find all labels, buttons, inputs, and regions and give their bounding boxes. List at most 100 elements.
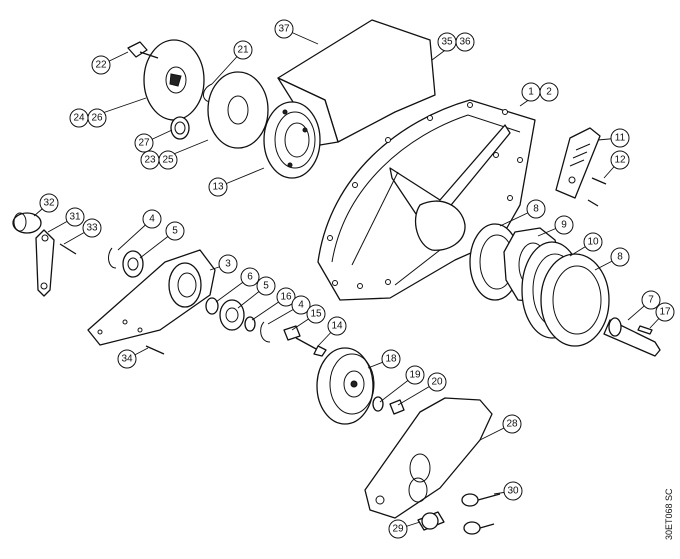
callout-label: 6 bbox=[247, 272, 253, 283]
callout-label: 27 bbox=[138, 138, 150, 149]
callout-16: 16 bbox=[251, 287, 296, 321]
hex-screw bbox=[127, 41, 159, 59]
callout-bubble bbox=[240, 267, 260, 287]
callout-5: 5 bbox=[237, 276, 276, 309]
callout-label: 15 bbox=[310, 309, 322, 320]
callout-bubble bbox=[208, 177, 228, 197]
tension-arm bbox=[35, 229, 55, 297]
bearing-ring-right bbox=[540, 253, 610, 347]
callout-bubble bbox=[405, 365, 425, 385]
callout-bubble bbox=[610, 247, 630, 267]
callout-13: 13 bbox=[208, 167, 265, 197]
callout-bubble bbox=[388, 519, 408, 539]
bearing-carrier bbox=[87, 249, 216, 346]
callout-3: 3 bbox=[209, 254, 238, 274]
callout-bubble bbox=[427, 372, 447, 392]
callout-label: 34 bbox=[121, 354, 133, 365]
callout-bubble bbox=[381, 349, 401, 369]
carrier-screw bbox=[145, 345, 165, 355]
callout-10: 10 bbox=[569, 232, 603, 257]
bracket-screw bbox=[587, 177, 607, 207]
callout-5: 5 bbox=[139, 221, 185, 259]
callout-label: 19 bbox=[409, 370, 421, 381]
callout-label: 9 bbox=[561, 220, 567, 231]
wing-knob bbox=[461, 493, 501, 507]
callout-label: 31 bbox=[69, 212, 81, 223]
spacer-washer bbox=[244, 316, 256, 332]
callout-label: 5 bbox=[263, 281, 269, 292]
callout-label: 35 bbox=[441, 37, 453, 48]
callout-bubble bbox=[134, 133, 154, 153]
callout-label: 11 bbox=[615, 133, 626, 144]
callout-bubble bbox=[218, 254, 238, 274]
callout-label: 32 bbox=[43, 198, 55, 209]
callout-label: 3 bbox=[225, 259, 231, 270]
callout-8: 8 bbox=[499, 199, 546, 227]
callout-bubble bbox=[291, 295, 311, 315]
guard-bracket bbox=[555, 127, 601, 199]
callout-6: 6 bbox=[215, 267, 260, 303]
callout-label: 2 bbox=[546, 87, 552, 98]
thrust-disc bbox=[207, 71, 269, 149]
spring-washer bbox=[283, 325, 301, 341]
callout-7: 7 bbox=[627, 290, 661, 321]
callout-label: 7 bbox=[648, 295, 654, 306]
callout-label: 8 bbox=[617, 252, 623, 263]
callout-label: 8 bbox=[533, 204, 539, 215]
arm-screw bbox=[59, 243, 77, 255]
callout-bubble bbox=[502, 414, 522, 434]
collar-nut bbox=[417, 511, 445, 531]
callout-label: 5 bbox=[172, 226, 178, 237]
callout-label: 13 bbox=[212, 182, 224, 193]
spacer-ring bbox=[205, 297, 219, 315]
callout-bubble bbox=[117, 349, 137, 369]
sleeve bbox=[170, 116, 190, 140]
callout-bubble bbox=[539, 82, 559, 102]
callout-bubble bbox=[165, 221, 185, 241]
callout-label: 4 bbox=[298, 300, 304, 311]
drive-shaft bbox=[603, 317, 661, 357]
callout-label: 12 bbox=[614, 155, 626, 166]
callout-bubble bbox=[583, 232, 603, 252]
callout-label: 25 bbox=[162, 155, 174, 166]
callout-17: 17 bbox=[649, 302, 675, 329]
callout-11: 11 bbox=[597, 128, 630, 148]
callout-label: 37 bbox=[278, 24, 290, 35]
callout-label: 28 bbox=[506, 419, 518, 430]
callout-32: 32 bbox=[33, 193, 59, 217]
callout-bubble bbox=[641, 290, 661, 310]
callout-bubble bbox=[142, 209, 162, 229]
callout-label: 24 bbox=[73, 113, 85, 124]
pulley-screw bbox=[295, 337, 327, 357]
callout-4: 4 bbox=[267, 295, 311, 325]
disc-with-hub bbox=[143, 39, 205, 121]
v-belt-pulley bbox=[316, 347, 375, 425]
callout-bubble bbox=[327, 316, 347, 336]
callout-15: 15 bbox=[291, 304, 326, 331]
circlip-upper bbox=[108, 247, 117, 269]
callout-bubble bbox=[526, 199, 546, 219]
callout-bubble bbox=[610, 150, 630, 170]
callout-20: 20 bbox=[397, 372, 447, 406]
callout-28: 28 bbox=[479, 414, 522, 441]
belt-cover bbox=[364, 397, 493, 519]
callout-bubble bbox=[233, 40, 253, 60]
callout-label: 17 bbox=[659, 307, 671, 318]
callout-34: 34 bbox=[117, 347, 149, 369]
diagram-code: 30ET068 SC bbox=[664, 488, 674, 540]
callout-label: 10 bbox=[587, 237, 599, 248]
callout-label: 33 bbox=[86, 223, 98, 234]
callout-4: 4 bbox=[117, 209, 162, 251]
circlip-lower bbox=[260, 321, 271, 343]
callout-19: 19 bbox=[379, 365, 425, 403]
callout-bubble bbox=[274, 19, 294, 39]
callout-22: 22 bbox=[91, 51, 129, 75]
callout-bubble bbox=[39, 193, 59, 213]
callout-21: 21 bbox=[211, 40, 253, 85]
ball-bearing-upper bbox=[122, 250, 144, 278]
callout-14: 14 bbox=[317, 316, 347, 347]
